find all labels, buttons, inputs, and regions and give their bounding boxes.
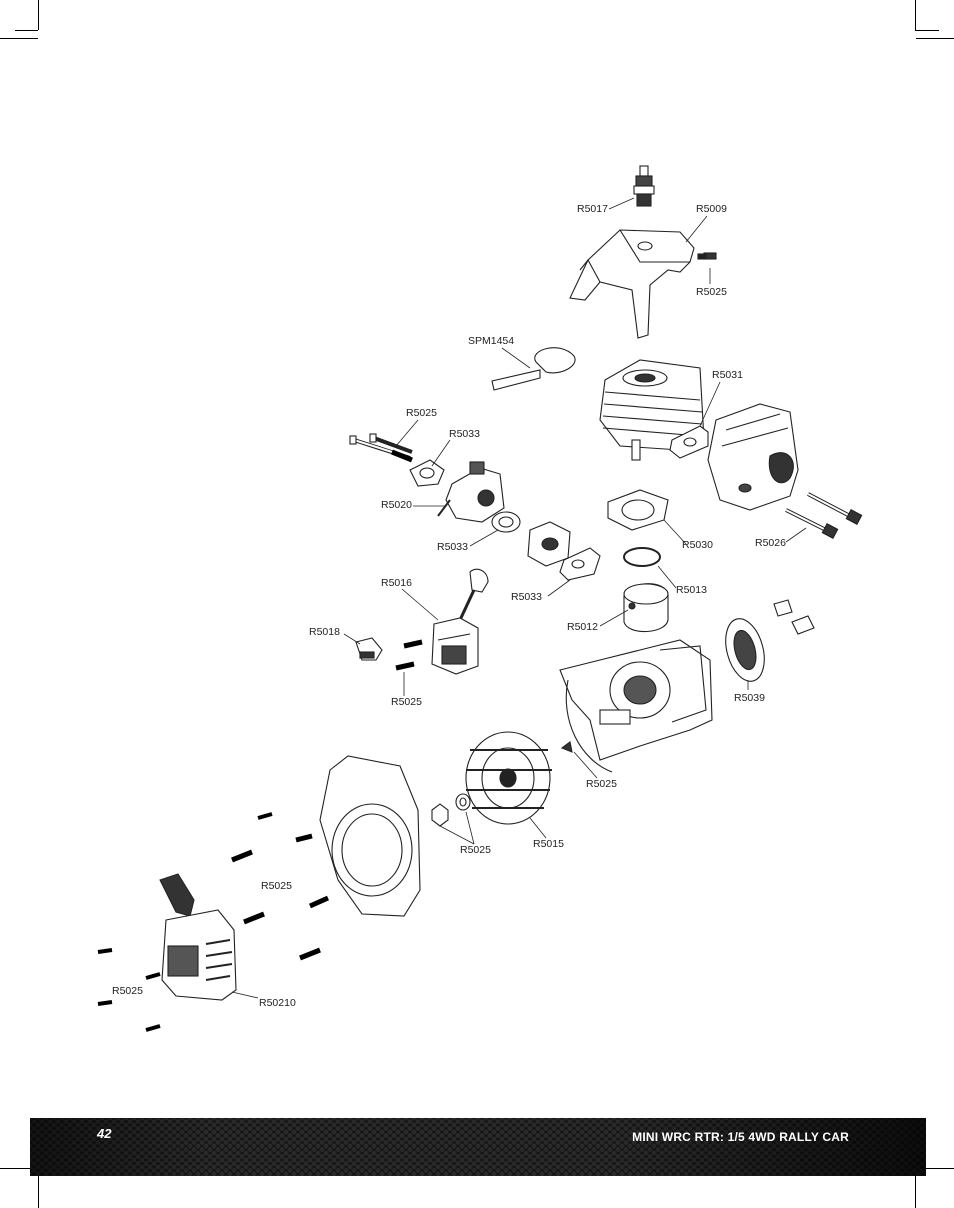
crankcase-part <box>559 639 713 773</box>
page-number: 42 <box>97 1126 112 1141</box>
cover-screw-part <box>231 812 330 961</box>
part-label: R5025 <box>391 696 422 708</box>
part-label: R5033 <box>511 591 542 603</box>
recoil-starter-part <box>159 873 237 1001</box>
part-label: R5030 <box>682 539 713 551</box>
part-label: R5016 <box>381 577 412 589</box>
intake-gasket-part <box>559 547 601 581</box>
part-label: R5026 <box>755 537 786 549</box>
crop-mark <box>916 38 954 39</box>
part-label: R5033 <box>449 428 480 440</box>
part-label: R5039 <box>734 692 765 704</box>
part-label: R5033 <box>437 541 468 553</box>
carb-gasket-part <box>409 459 445 487</box>
crop-mark <box>15 30 38 31</box>
part-label: R5025 <box>406 407 437 419</box>
crop-mark <box>38 1176 39 1208</box>
ignition-coil-part <box>431 568 489 675</box>
part-label: R5025 <box>696 286 727 298</box>
flywheel-part <box>465 731 552 825</box>
part-label: R50210 <box>259 997 296 1009</box>
muffler-bolt-part <box>785 492 863 539</box>
part-label: R5025 <box>261 880 292 892</box>
intake-bolt-part <box>349 433 413 463</box>
coil-screw-part <box>395 639 423 671</box>
plug-boot-part <box>355 637 383 661</box>
footer-title: MINI WRC RTR: 1/5 4WD RALLY CAR <box>632 1130 849 1144</box>
shroud-screw-part <box>697 252 717 260</box>
part-label: R5017 <box>577 203 608 215</box>
part-label: SPM1454 <box>468 335 515 347</box>
leader-lines <box>231 197 807 999</box>
crop-mark <box>915 0 916 30</box>
fan-cover-part <box>319 755 421 917</box>
crop-mark <box>0 38 38 39</box>
part-label: R5025 <box>460 844 491 856</box>
insulator-part <box>527 521 571 567</box>
carburetor-part <box>437 461 505 523</box>
part-label: R5009 <box>696 203 727 215</box>
cylinder-part <box>599 359 705 461</box>
spark-plug-part <box>633 165 655 207</box>
crop-mark <box>916 1168 954 1169</box>
part-label: R5013 <box>676 584 707 596</box>
part-label: R5020 <box>381 499 412 511</box>
piston-part <box>623 583 669 633</box>
base-gasket-part <box>607 489 669 531</box>
part-label: R5012 <box>567 621 598 633</box>
tool-part <box>491 347 576 391</box>
cylinder-shroud-part <box>569 229 695 339</box>
crop-mark <box>915 1176 916 1208</box>
insulator-gasket-part <box>491 511 521 533</box>
engine-exploded-diagram <box>97 165 863 1032</box>
part-label: R5018 <box>309 626 340 638</box>
part-label: R5025 <box>586 778 617 790</box>
woodruff-key-part <box>560 741 573 753</box>
nut-washer-part <box>431 793 471 827</box>
clutch-part <box>725 599 815 682</box>
part-label: R5031 <box>712 369 743 381</box>
crop-mark <box>0 1168 38 1169</box>
part-label: R5015 <box>533 838 564 850</box>
crop-mark <box>915 30 939 31</box>
muffler-part <box>707 403 799 511</box>
crop-mark <box>38 0 39 30</box>
part-label: R5025 <box>112 985 143 997</box>
recoil-screw-part <box>97 948 161 1032</box>
piston-ring-part <box>623 547 661 567</box>
footer-shading <box>30 1118 926 1176</box>
